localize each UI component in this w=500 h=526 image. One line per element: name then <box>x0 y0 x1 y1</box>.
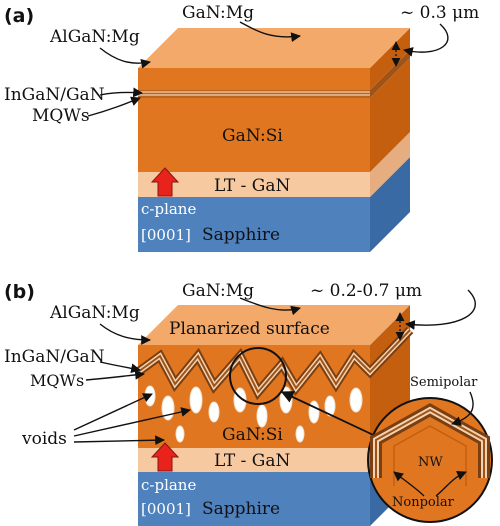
planarized-label-b: Planarized surface <box>169 319 330 339</box>
thickness-label-a: ~ 0.3 μm <box>400 3 479 23</box>
zoom-connector <box>280 391 386 441</box>
mqws-label-a: MQWs <box>32 106 90 126</box>
panel-b: (b) GaN:Mg AlGaN:Mg InGaN/GaN MQWs ~ 0.2… <box>4 281 493 526</box>
mqws-pointer-b <box>85 370 145 381</box>
gan-mg-layer-a <box>138 28 410 90</box>
nonpolar-pointer-1 <box>435 470 467 497</box>
orientation-label-b: [0001] <box>141 500 191 518</box>
semipolar-pointer <box>451 391 474 426</box>
voids-pointer-3 <box>73 435 165 446</box>
growth-arrow-a <box>150 167 180 197</box>
nonpolar-label: Nonpolar <box>392 495 455 510</box>
semipolar-label: Semipolar <box>410 375 478 390</box>
void <box>349 387 363 413</box>
zoom-source-circle <box>229 347 287 405</box>
algan-mg-pointer-a <box>99 47 151 69</box>
mqw-zigzag-b <box>135 326 414 401</box>
panel-a: (a) GaN:Mg AlGaN:Mg InGaN/GaN MQWs ~ 0.3… <box>4 3 479 252</box>
panel-b-tag: (b) <box>4 281 35 303</box>
sapphire-label-a: Sapphire <box>202 225 280 245</box>
lt-gan-label-a: LT - GaN <box>214 176 291 196</box>
lt-gan-label-b: LT - GaN <box>214 451 291 471</box>
voids-label-b: voids <box>21 429 67 449</box>
ingan-pointer-b <box>99 361 141 374</box>
mqws-label-b: MQWs <box>30 371 84 390</box>
gan-si-label-b: GaN:Si <box>222 425 283 445</box>
gan-mg-label-b: GaN:Mg <box>182 281 254 301</box>
algan-mg-pointer-b <box>99 323 151 345</box>
growth-arrow-b <box>150 442 180 472</box>
nanowire-inset <box>367 397 493 523</box>
gan-si-label-a: GaN:Si <box>222 126 283 146</box>
algan-mg-label-a: AlGaN:Mg <box>49 27 140 47</box>
c-plane-label-b: c-plane <box>141 476 196 494</box>
c-plane-label-a: c-plane <box>141 200 196 218</box>
void <box>208 401 220 423</box>
lt-gan-layer-a <box>138 132 410 197</box>
nw-label: NW <box>418 455 443 470</box>
void <box>308 400 320 424</box>
gan-si-layer-a <box>138 58 410 172</box>
nonpolar-pointer-2 <box>393 471 425 497</box>
void <box>295 425 305 443</box>
ingan-gan-label-a: InGaN/GaN <box>4 85 105 105</box>
gan-mg-label-a: GaN:Mg <box>182 3 254 23</box>
algan-mg-label-b: AlGaN:Mg <box>49 303 140 323</box>
thickness-pointer-a <box>403 23 449 57</box>
sapphire-layer-a <box>138 157 410 252</box>
panel-a-tag: (a) <box>4 5 34 27</box>
voids-pointer-2 <box>73 407 191 437</box>
gan-mg-pointer-a <box>239 21 301 43</box>
ingan-gan-label-b: InGaN/GaN <box>4 347 105 367</box>
voids-pointer-1 <box>73 393 153 431</box>
ingan-pointer-a <box>99 87 143 98</box>
thickness-label-b: ~ 0.2-0.7 μm <box>310 281 422 301</box>
sapphire-label-b: Sapphire <box>202 499 280 519</box>
orientation-label-a: [0001] <box>141 226 191 244</box>
thickness-pointer-b <box>405 289 476 330</box>
void <box>189 386 203 414</box>
void <box>175 425 185 443</box>
gan-mg-pointer-b <box>239 297 301 316</box>
void <box>256 404 268 428</box>
mqws-pointer-a <box>87 96 141 117</box>
